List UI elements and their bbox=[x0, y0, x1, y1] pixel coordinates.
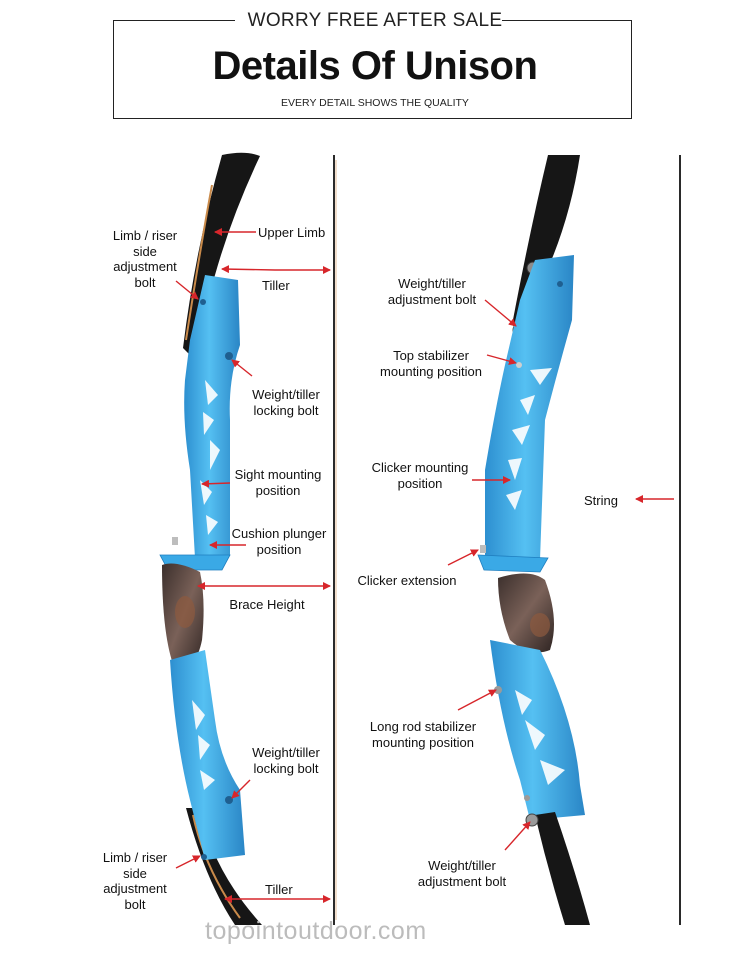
label-weight-adjust-bottom: Weight/tiller adjustment bolt bbox=[417, 858, 507, 889]
label-sight-mounting: Sight mounting position bbox=[234, 467, 322, 498]
header-frame-top-right bbox=[502, 20, 632, 21]
label-cushion-plunger: Cushion plunger position bbox=[231, 526, 327, 557]
right-bow bbox=[477, 155, 681, 925]
page-title: Details Of Unison bbox=[212, 44, 538, 88]
left-bow bbox=[159, 152, 337, 925]
right-arrows bbox=[447, 299, 674, 851]
label-clicker-extension: Clicker extension bbox=[357, 573, 457, 588]
header-subtitle: EVERY DETAIL SHOWS THE QUALITY bbox=[281, 97, 469, 109]
left-riser-lower bbox=[170, 650, 245, 860]
right-lower-limb bbox=[535, 812, 590, 925]
left-riser-upper bbox=[184, 275, 240, 558]
watermark: topointoutdoor.com bbox=[205, 917, 427, 945]
header-frame-top-left bbox=[113, 20, 235, 21]
label-brace-height: Brace Height bbox=[229, 597, 305, 612]
right-riser-shelf bbox=[477, 554, 549, 573]
label-weight-adjust-top: Weight/tiller adjustment bolt bbox=[387, 276, 477, 307]
header-tagline: WORRY FREE AFTER SALE bbox=[247, 10, 503, 31]
right-grip bbox=[498, 573, 554, 653]
label-weight-locking-bottom: Weight/tiller locking bolt bbox=[252, 745, 320, 776]
left-arrows bbox=[175, 228, 331, 903]
label-tiller-bottom: Tiller bbox=[265, 882, 293, 897]
label-long-rod: Long rod stabilizer mounting position bbox=[369, 719, 477, 750]
label-clicker-mounting: Clicker mounting position bbox=[371, 460, 469, 491]
label-string: String bbox=[584, 493, 618, 508]
label-tiller-top: Tiller bbox=[262, 278, 290, 293]
label-limb-riser-bottom: Limb / riser side adjustment bolt bbox=[102, 850, 168, 912]
label-top-stabilizer: Top stabilizer mounting position bbox=[380, 348, 482, 379]
label-upper-limb: Upper Limb bbox=[258, 225, 326, 240]
header-frame bbox=[113, 20, 632, 119]
label-weight-locking-top: Weight/tiller locking bolt bbox=[252, 387, 320, 418]
label-limb-riser-top: Limb / riser side adjustment bolt bbox=[112, 228, 178, 290]
